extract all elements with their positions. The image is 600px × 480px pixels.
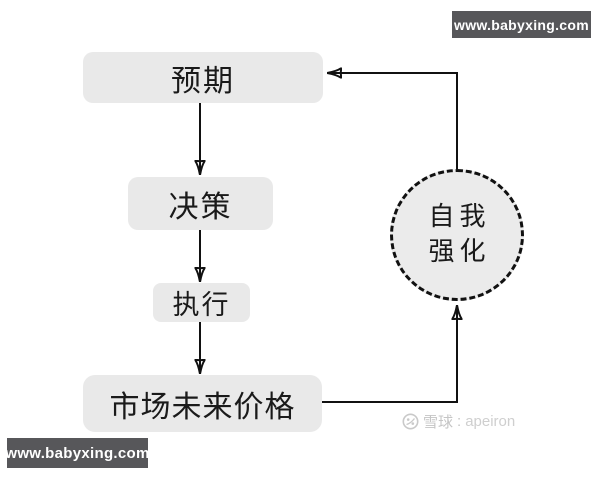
brand-user: apeiron (465, 412, 516, 430)
node-expectation: 预期 (83, 52, 323, 103)
brand-name: 雪球 (423, 413, 454, 431)
watermark-text: www.babyxing.com (454, 16, 589, 33)
node-execution: 执行 (153, 283, 250, 322)
edge-self-reinforcement-to-expectation (328, 73, 458, 169)
watermark-text: www.babyxing.com (5, 444, 150, 462)
xueqiu-snowball-logo-icon (402, 413, 419, 430)
node-label: 市场未来价格 (109, 389, 296, 425)
watermark-bar-bottom-left: www.babyxing.com (5, 438, 150, 468)
brand-separator: : (457, 412, 462, 430)
node-label: 执行 (172, 290, 231, 321)
node-decision: 决策 (128, 177, 273, 230)
node-label-line1: 自我 (428, 202, 491, 232)
brand-watermark: 雪球: apeiron (402, 410, 515, 432)
watermark-bar-top-right: www.babyxing.com (452, 11, 591, 38)
edge-market-to-self-reinforcement (322, 306, 457, 403)
node-market-future-price: 市场未来价格 (83, 375, 322, 432)
node-label-line2: 强化 (428, 237, 491, 267)
node-self-reinforcement: 自我 强化 (390, 169, 524, 301)
node-label: 预期 (171, 63, 235, 99)
node-label: 决策 (168, 189, 233, 225)
